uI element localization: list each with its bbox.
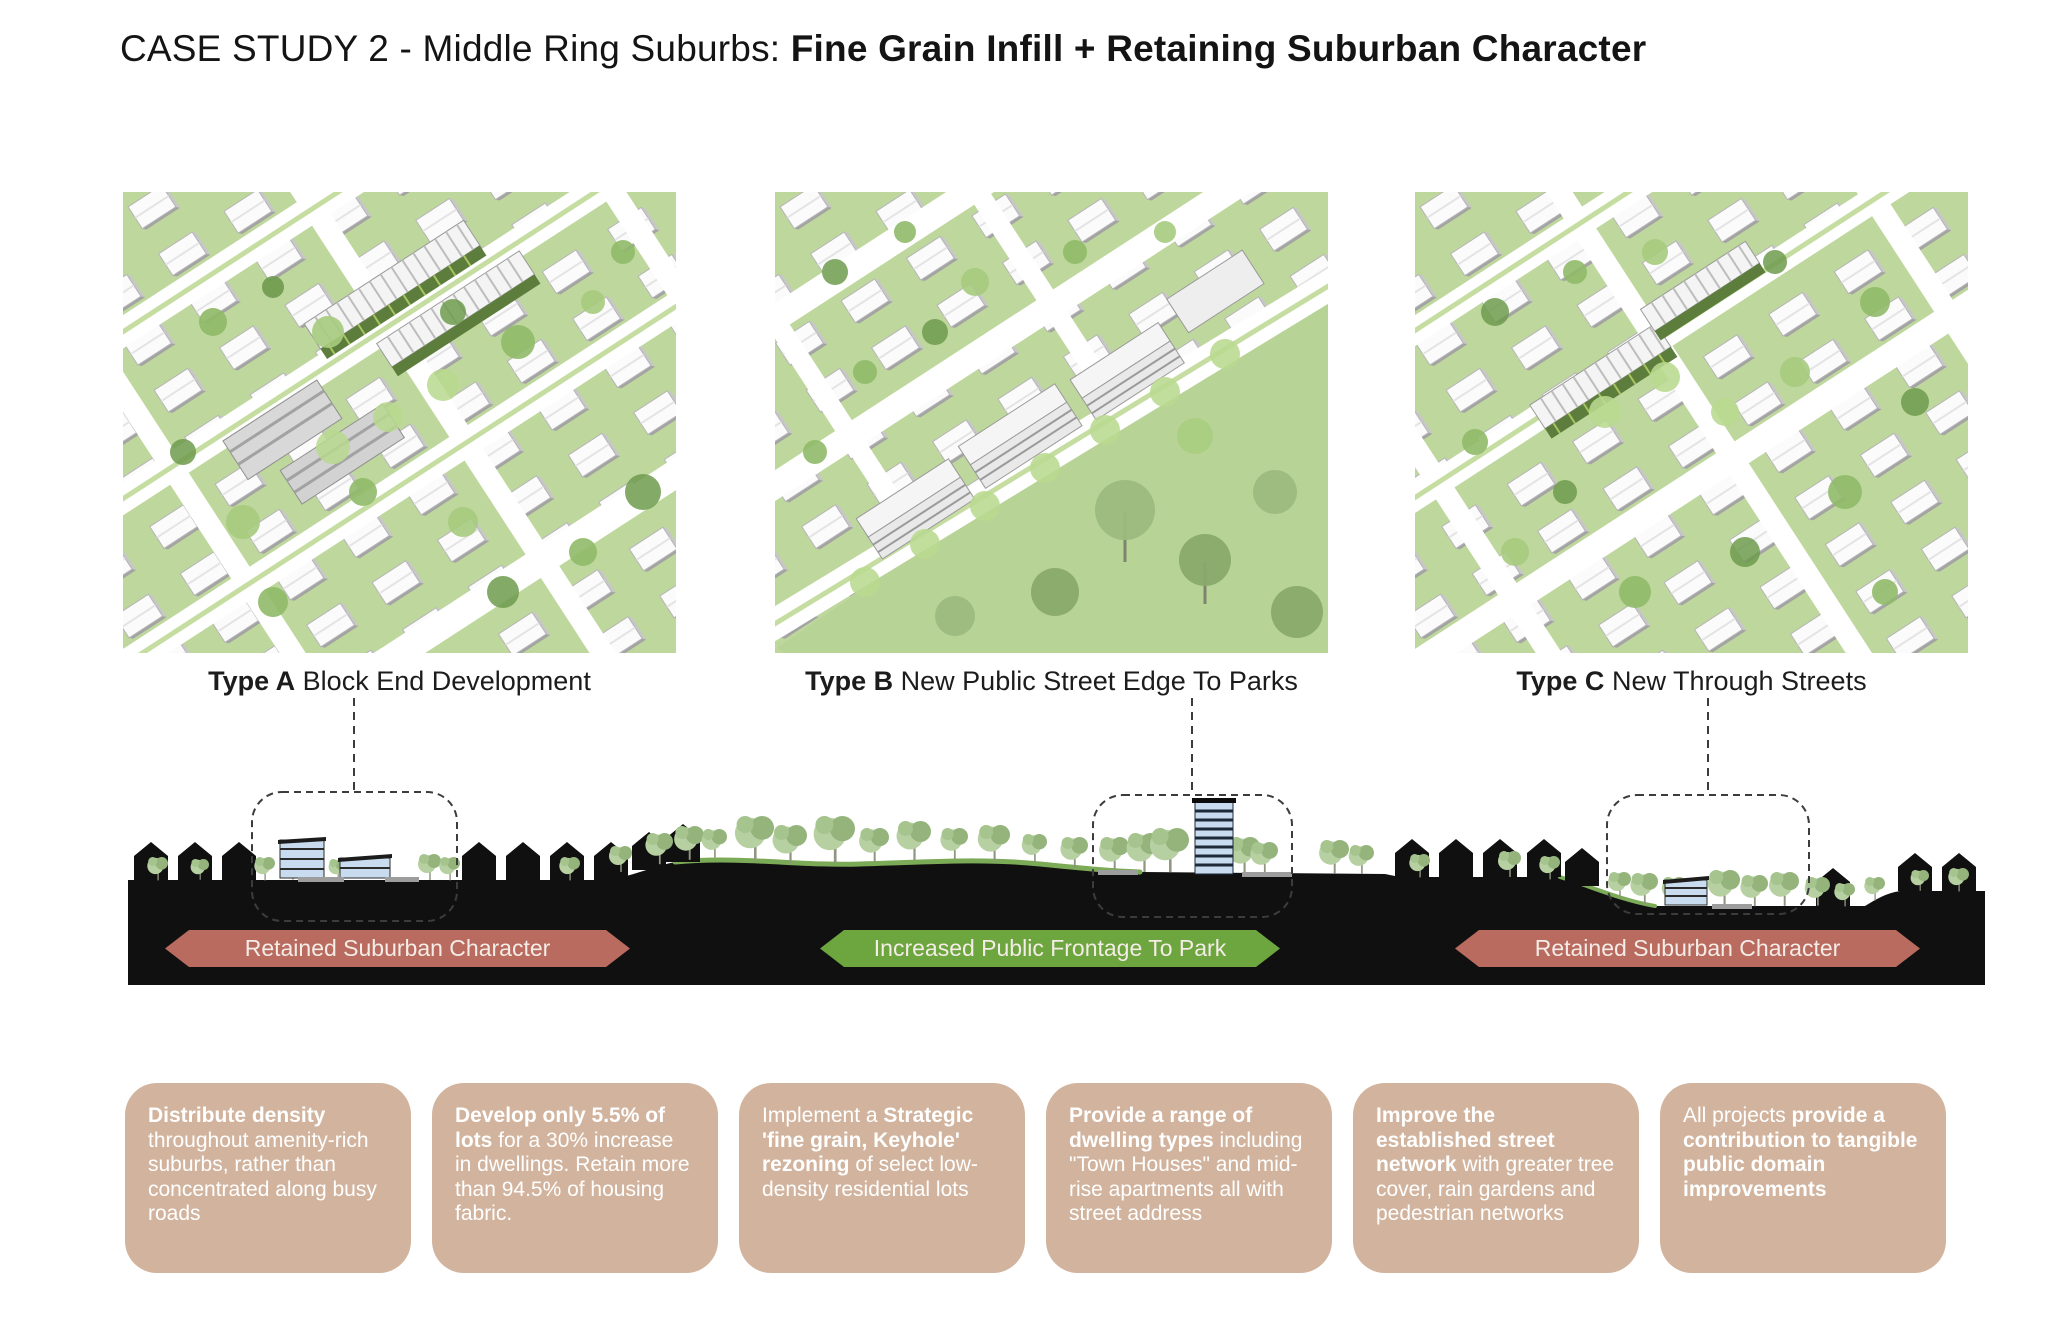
callout-box-a xyxy=(251,791,458,922)
trees xyxy=(170,240,661,617)
caption-type-c: Type C New Through Streets xyxy=(1415,666,1968,697)
caption-type-a-text: Block End Development xyxy=(295,666,591,696)
principle-card-dwelling-types: Provide a range of dwelling types includ… xyxy=(1046,1083,1332,1273)
principle-card-public-domain: All projects provide a contribution to t… xyxy=(1660,1083,1946,1273)
banner-increased-public-frontage: Increased Public Frontage To Park xyxy=(820,930,1280,967)
aerial-render-type-a xyxy=(123,192,676,653)
page-title-regular: CASE STUDY 2 - Middle Ring Suburbs: xyxy=(120,28,791,69)
trees xyxy=(1462,239,1929,608)
infill-building xyxy=(1529,240,1766,439)
page-title: CASE STUDY 2 - Middle Ring Suburbs: Fine… xyxy=(120,28,1646,70)
caption-type-a: Type A Block End Development xyxy=(123,666,676,697)
type-a-section-buildings xyxy=(278,837,419,882)
principle-card-street-network: Improve the established street network w… xyxy=(1353,1083,1639,1273)
banner-retained-suburban-right: Retained Suburban Character xyxy=(1455,930,1920,967)
caption-type-c-text: New Through Streets xyxy=(1604,666,1867,696)
park-trees xyxy=(935,418,1323,638)
callout-box-b xyxy=(1092,794,1293,918)
aerial-render-type-a-svg xyxy=(123,192,676,653)
caption-type-c-label: Type C xyxy=(1516,666,1605,696)
suburb-scene xyxy=(123,192,676,653)
section-diagram: Retained Suburban Character Increased Pu… xyxy=(100,690,1990,1000)
caption-type-b-text: New Public Street Edge To Parks xyxy=(893,666,1298,696)
aerial-render-type-c-svg xyxy=(1415,192,1968,653)
apartment-row xyxy=(855,249,1265,560)
page-title-bold: Fine Grain Infill + Retaining Suburban C… xyxy=(790,28,1647,69)
suburb-scene xyxy=(1415,192,1968,653)
principle-card-develop-lots: Develop only 5.5% of lots for a 30% incr… xyxy=(432,1083,718,1273)
type-b-section-building xyxy=(1098,798,1292,877)
aerial-render-type-c xyxy=(1415,192,1968,653)
callout-annotations xyxy=(251,698,1810,922)
caption-type-b: Type B New Public Street Edge To Parks xyxy=(775,666,1328,697)
caption-type-b-label: Type B xyxy=(805,666,894,696)
suburb-park-scene xyxy=(775,192,1328,653)
principle-card-keyhole-rezoning: Implement a Strategic 'fine grain, Keyho… xyxy=(739,1083,1025,1273)
aerial-render-type-b-svg xyxy=(775,192,1328,653)
aerial-render-type-b xyxy=(775,192,1328,653)
street-trees xyxy=(850,339,1240,597)
caption-type-a-label: Type A xyxy=(208,666,296,696)
park-grass-line xyxy=(672,857,1143,875)
type-c-section-building xyxy=(1663,876,1752,909)
callout-box-c xyxy=(1606,794,1810,915)
suburb-trees xyxy=(803,221,1176,464)
banner-retained-suburban-left: Retained Suburban Character xyxy=(165,930,630,967)
section-infill-buildings xyxy=(278,798,1752,909)
principle-card-distribute-density: Distribute density throughout amenity-ri… xyxy=(125,1083,411,1273)
